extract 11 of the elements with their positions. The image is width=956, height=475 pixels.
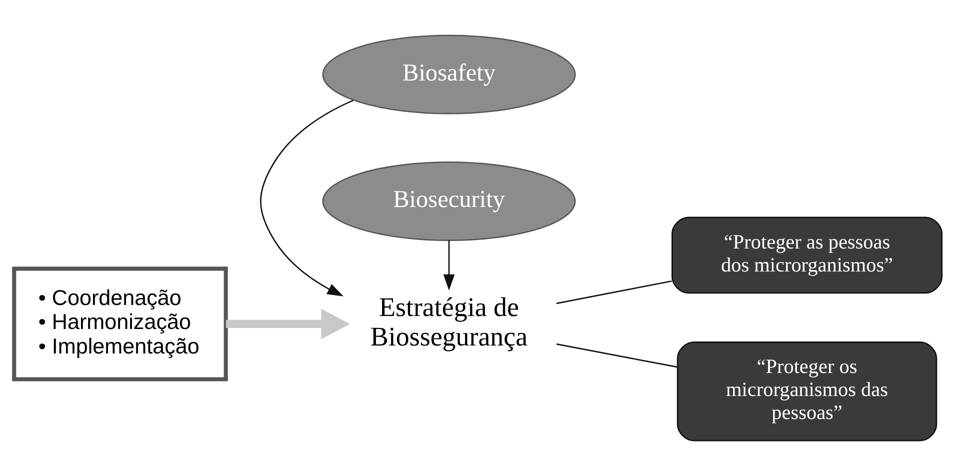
connector	[556, 280, 672, 304]
node-box: “Proteger as pessoas dos microrganismos”	[672, 216, 943, 294]
node-text: Estratégia de Biossegurança	[370, 291, 528, 352]
node-box: • Coordenação • Harmonização • Implementação	[12, 266, 228, 381]
arrow	[260, 99, 354, 296]
arrow	[443, 240, 455, 290]
connector	[556, 342, 678, 368]
node-box: “Proteger os microrganismos das pessoas”	[676, 341, 938, 441]
arrow	[226, 308, 350, 339]
node-ellipse: Biosafety	[322, 34, 576, 114]
node-ellipse: Biosecurity	[322, 160, 576, 241]
